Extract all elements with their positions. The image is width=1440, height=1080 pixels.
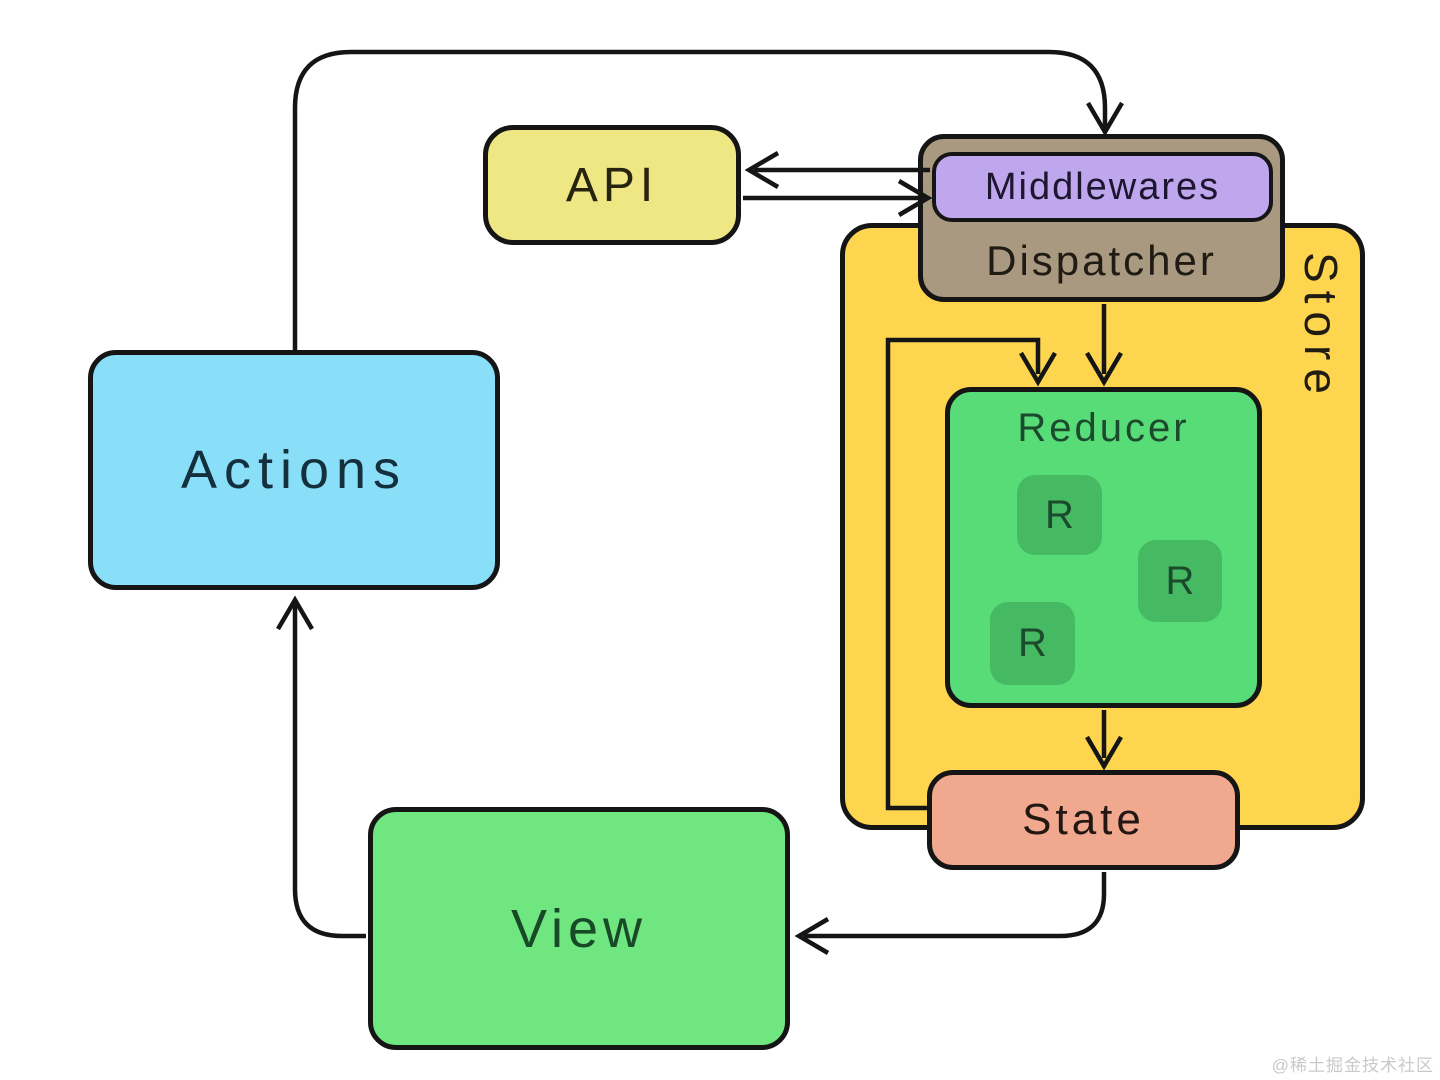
reducer-chip-3: R [990,602,1075,685]
middlewares-label: Middlewares [984,165,1221,208]
arrowhead-down-icon [1086,101,1124,137]
edge-view-to-actions [276,595,366,939]
edge-middlewares-to-api [744,151,930,189]
reducer-chip-2-label: R [1165,558,1195,603]
api-node: API [483,125,741,245]
middlewares-node: Middlewares [932,152,1273,222]
store-label: Store [1295,252,1347,402]
state-label: State [1022,795,1145,844]
reducer-node: Reducer R R R [945,387,1262,708]
view-label: View [510,898,648,959]
dispatcher-label: Dispatcher [986,237,1217,284]
arrowhead-left-icon [744,151,780,189]
api-label: API [565,158,659,212]
reducer-chip-3-label: R [1018,621,1047,665]
reducer-chip-2: R [1138,540,1222,622]
actions-node: Actions [88,350,500,590]
arrowhead-up-icon [276,595,314,631]
state-node: State [927,770,1240,870]
arrowhead-left-icon [794,917,830,955]
watermark: @稀土掘金技术社区 [1271,1056,1434,1075]
reducer-chip-1-label: R [1045,492,1074,537]
view-node: View [368,807,790,1050]
edge-state-to-view [794,872,1107,955]
edge-api-to-middlewares [743,179,933,217]
reducer-label: Reducer [1017,406,1190,450]
reducer-chip-1: R [1017,475,1102,555]
actions-label: Actions [180,440,408,500]
